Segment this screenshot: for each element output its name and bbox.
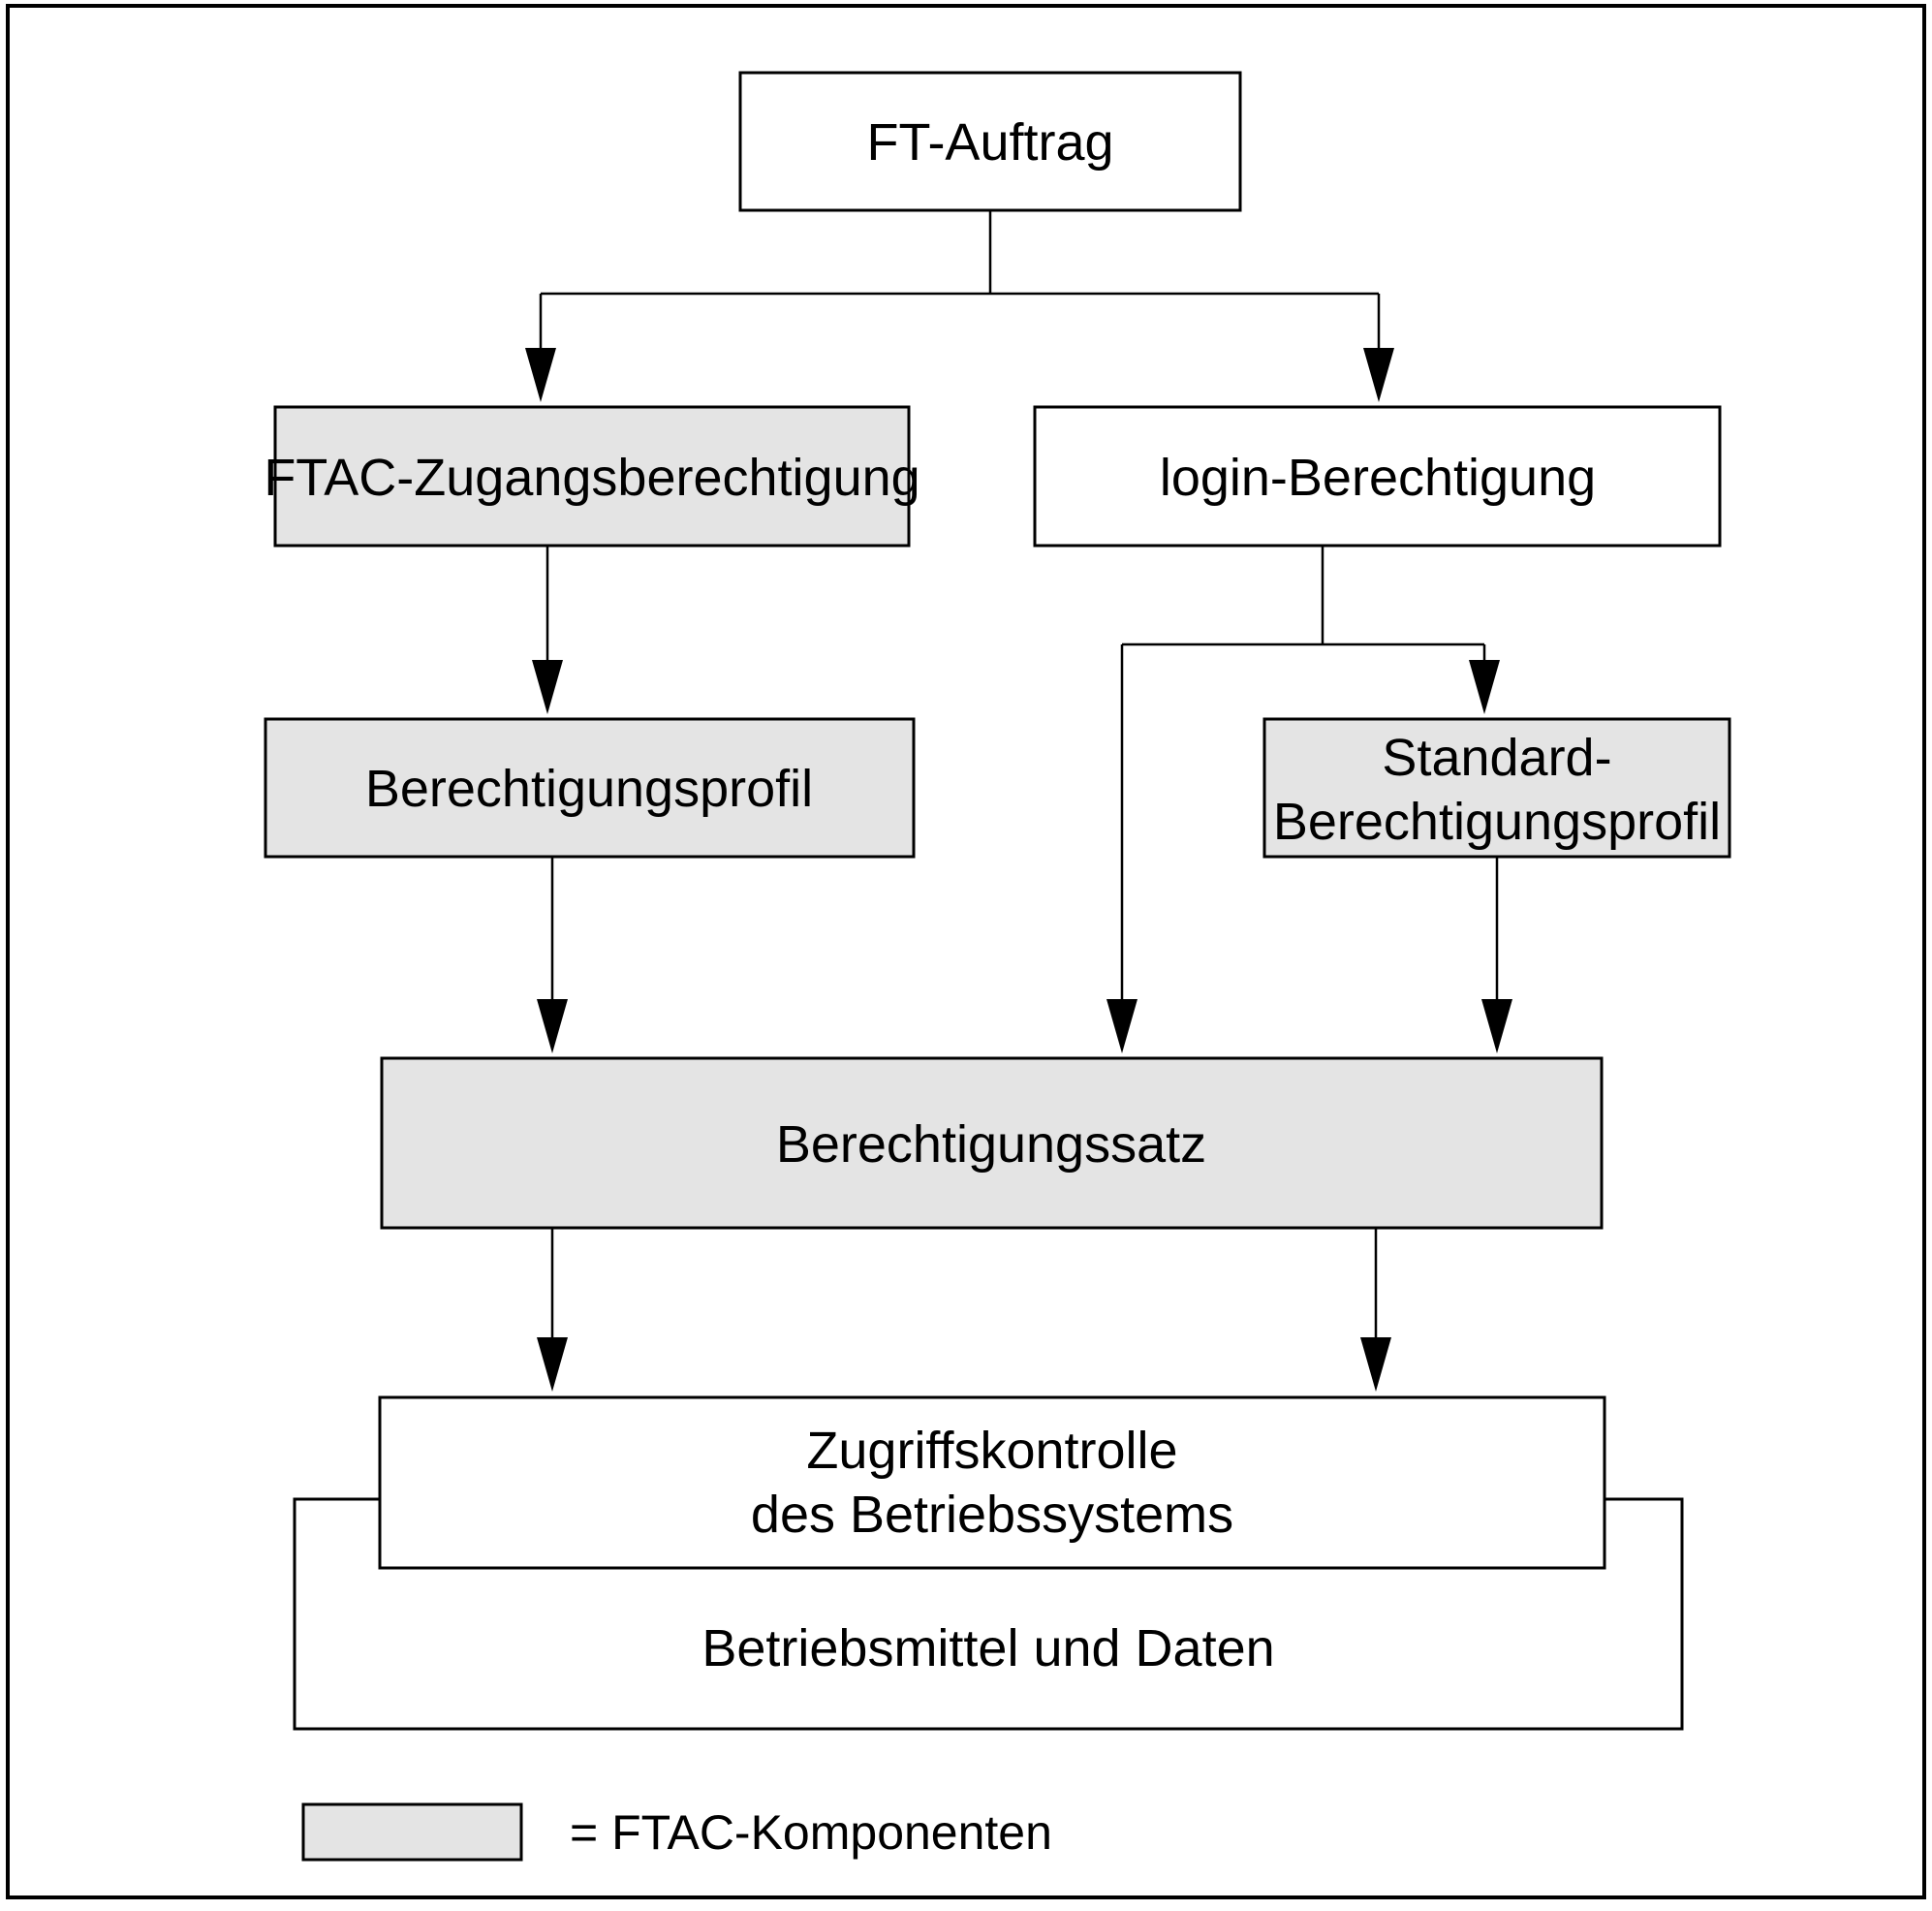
node-ftac-zugangsberechtigung-label: FTAC-Zugangsberechtigung — [264, 449, 919, 507]
node-standard-berechtigungsprofil-line1: Standard- — [1382, 729, 1611, 787]
node-zugriffskontrolle: Zugriffskontrolle des Betriebssystems — [378, 1395, 1606, 1570]
connector-ft-auftrag-split — [541, 210, 1379, 296]
node-berechtigungssatz-label: Berechtigungssatz — [776, 1115, 1206, 1174]
arrow-left-to-zugriffskontrolle — [537, 1228, 568, 1392]
legend-label: = FTAC-Komponenten — [570, 1805, 1052, 1860]
arrowhead-icon — [537, 1337, 568, 1392]
node-standard-berechtigungsprofil-line2: Berechtigungsprofil — [1273, 793, 1721, 851]
arrowhead-icon — [1360, 1337, 1391, 1392]
arrow-to-ftac-zugangsberechtigung — [525, 294, 556, 402]
node-zugriffskontrolle-line2: des Betriebssystems — [751, 1486, 1233, 1544]
node-login-berechtigung: login-Berechtigung — [1033, 405, 1722, 548]
arrow-to-standard-berechtigungsprofil — [1469, 644, 1500, 714]
connector-login-split — [1122, 546, 1484, 646]
arrow-standardprofil-to-berechtigungssatz — [1481, 857, 1512, 1053]
legend-ftac-swatch — [301, 1802, 523, 1862]
arrowhead-icon — [537, 999, 568, 1053]
arrowhead-icon — [1363, 348, 1394, 402]
node-ftac-zugangsberechtigung: FTAC-Zugangsberechtigung — [264, 405, 920, 548]
arrow-right-to-zugriffskontrolle — [1360, 1228, 1391, 1392]
node-berechtigungsprofil-label: Berechtigungsprofil — [365, 760, 813, 818]
arrowhead-icon — [525, 348, 556, 402]
node-berechtigungssatz: Berechtigungssatz — [380, 1056, 1604, 1230]
node-login-berechtigung-label: login-Berechtigung — [1160, 449, 1596, 507]
node-betriebsmittel-und-daten: Betriebsmittel und Daten — [293, 1497, 1684, 1731]
arrow-login-to-berechtigungssatz — [1106, 644, 1137, 1053]
node-betriebsmittel-und-daten-label: Betriebsmittel und Daten — [701, 1619, 1274, 1677]
node-ft-auftrag-label: FT-Auftrag — [866, 113, 1113, 172]
node-standard-berechtigungsprofil: Standard- Berechtigungsprofil — [1262, 717, 1731, 859]
arrow-berechtigungsprofil-to-berechtigungssatz — [537, 857, 568, 1053]
arrowhead-icon — [1481, 999, 1512, 1053]
arrow-to-login-berechtigung — [1363, 294, 1394, 402]
arrow-to-berechtigungsprofil — [532, 546, 563, 714]
node-zugriffskontrolle-line1: Zugriffskontrolle — [806, 1422, 1177, 1480]
legend: = FTAC-Komponenten — [301, 1802, 1052, 1862]
arrowhead-icon — [1469, 660, 1500, 714]
node-berechtigungsprofil: Berechtigungsprofil — [264, 717, 916, 859]
node-ft-auftrag: FT-Auftrag — [738, 71, 1242, 212]
page-border — [6, 4, 1926, 1899]
arrowhead-icon — [1106, 999, 1137, 1053]
arrowhead-icon — [532, 660, 563, 714]
